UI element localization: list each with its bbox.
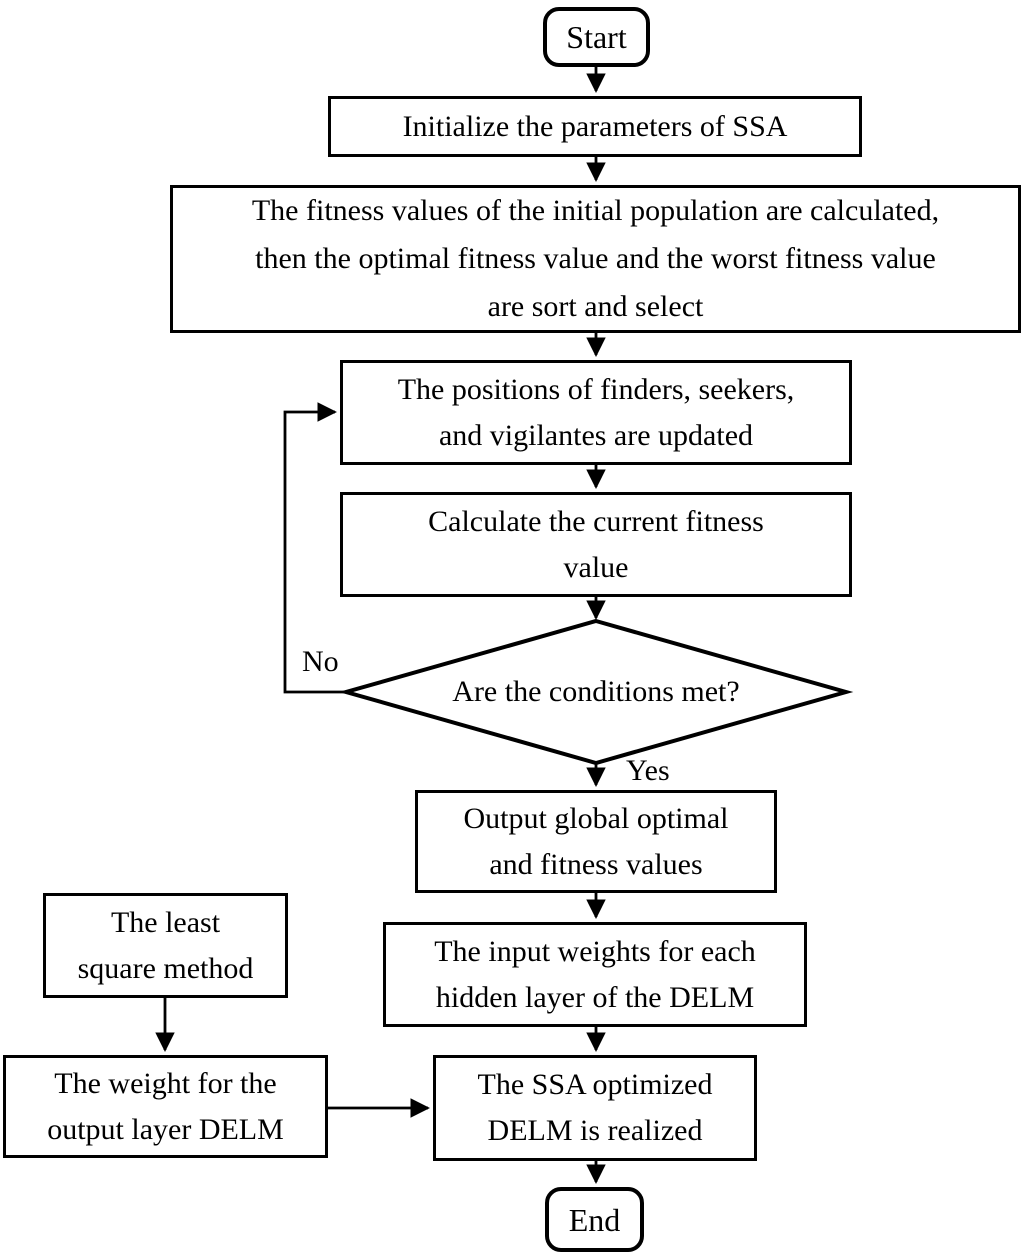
node-fitness-initial-population: The fitness values of the initial popula… xyxy=(170,185,1021,333)
node-calculate-current-fitness: Calculate the current fitness value xyxy=(340,492,852,597)
node-input-weights-line-1: The input weights for each xyxy=(434,934,756,968)
node-output-optimal-line-1: Output global optimal xyxy=(463,801,729,835)
node-input-weights: The input weights for each hidden layer … xyxy=(383,922,807,1027)
node-end-label: End xyxy=(568,1201,621,1238)
node-update-positions-line-1: The positions of finders, seekers, xyxy=(397,372,795,406)
node-output-layer-weight-line-1: The weight for the xyxy=(54,1066,277,1100)
node-output-global-optimal: Output global optimal and fitness values xyxy=(415,790,777,893)
node-output-optimal-line-2: and fitness values xyxy=(489,847,703,881)
node-decision-conditions-met: Are the conditions met? xyxy=(371,627,821,757)
node-least-square-line-1: The least xyxy=(110,905,221,939)
node-end: End xyxy=(545,1187,644,1252)
node-update-positions: The positions of finders, seekers, and v… xyxy=(340,360,852,465)
node-initialize-parameters-label: Initialize the parameters of SSA xyxy=(402,109,788,143)
arrow-decision-no-loop xyxy=(283,402,346,694)
node-output-layer-weight: The weight for the output layer DELM xyxy=(3,1055,328,1158)
node-output-layer-weight-line-2: output layer DELM xyxy=(47,1112,284,1146)
node-ssa-delm-realized: The SSA optimized DELM is realized xyxy=(433,1055,757,1161)
node-input-weights-line-2: hidden layer of the DELM xyxy=(435,980,755,1014)
node-ssa-delm-line-2: DELM is realized xyxy=(487,1114,703,1147)
node-calculate-fitness-line-2: value xyxy=(563,550,629,584)
node-least-square-line-2: square method xyxy=(77,951,254,985)
node-least-square-method: The least square method xyxy=(43,893,288,998)
node-update-positions-line-2: and vigilantes are updated xyxy=(438,418,754,452)
node-fitness-line-1: The fitness values of the initial popula… xyxy=(251,194,940,227)
decision-diamond-shape xyxy=(338,618,854,766)
edge-label-no: No xyxy=(302,645,339,678)
node-fitness-line-3: are sort and select xyxy=(487,290,704,323)
node-fitness-line-2: then the optimal fitness value and the w… xyxy=(255,242,936,275)
node-start: Start xyxy=(543,7,650,67)
node-initialize-parameters: Initialize the parameters of SSA xyxy=(328,96,862,157)
node-start-label: Start xyxy=(566,19,627,55)
node-calculate-fitness-line-1: Calculate the current fitness xyxy=(428,504,764,538)
node-ssa-delm-line-1: The SSA optimized xyxy=(477,1068,713,1101)
node-decision-label: Are the conditions met? xyxy=(452,675,740,708)
edge-label-yes: Yes xyxy=(626,754,670,787)
